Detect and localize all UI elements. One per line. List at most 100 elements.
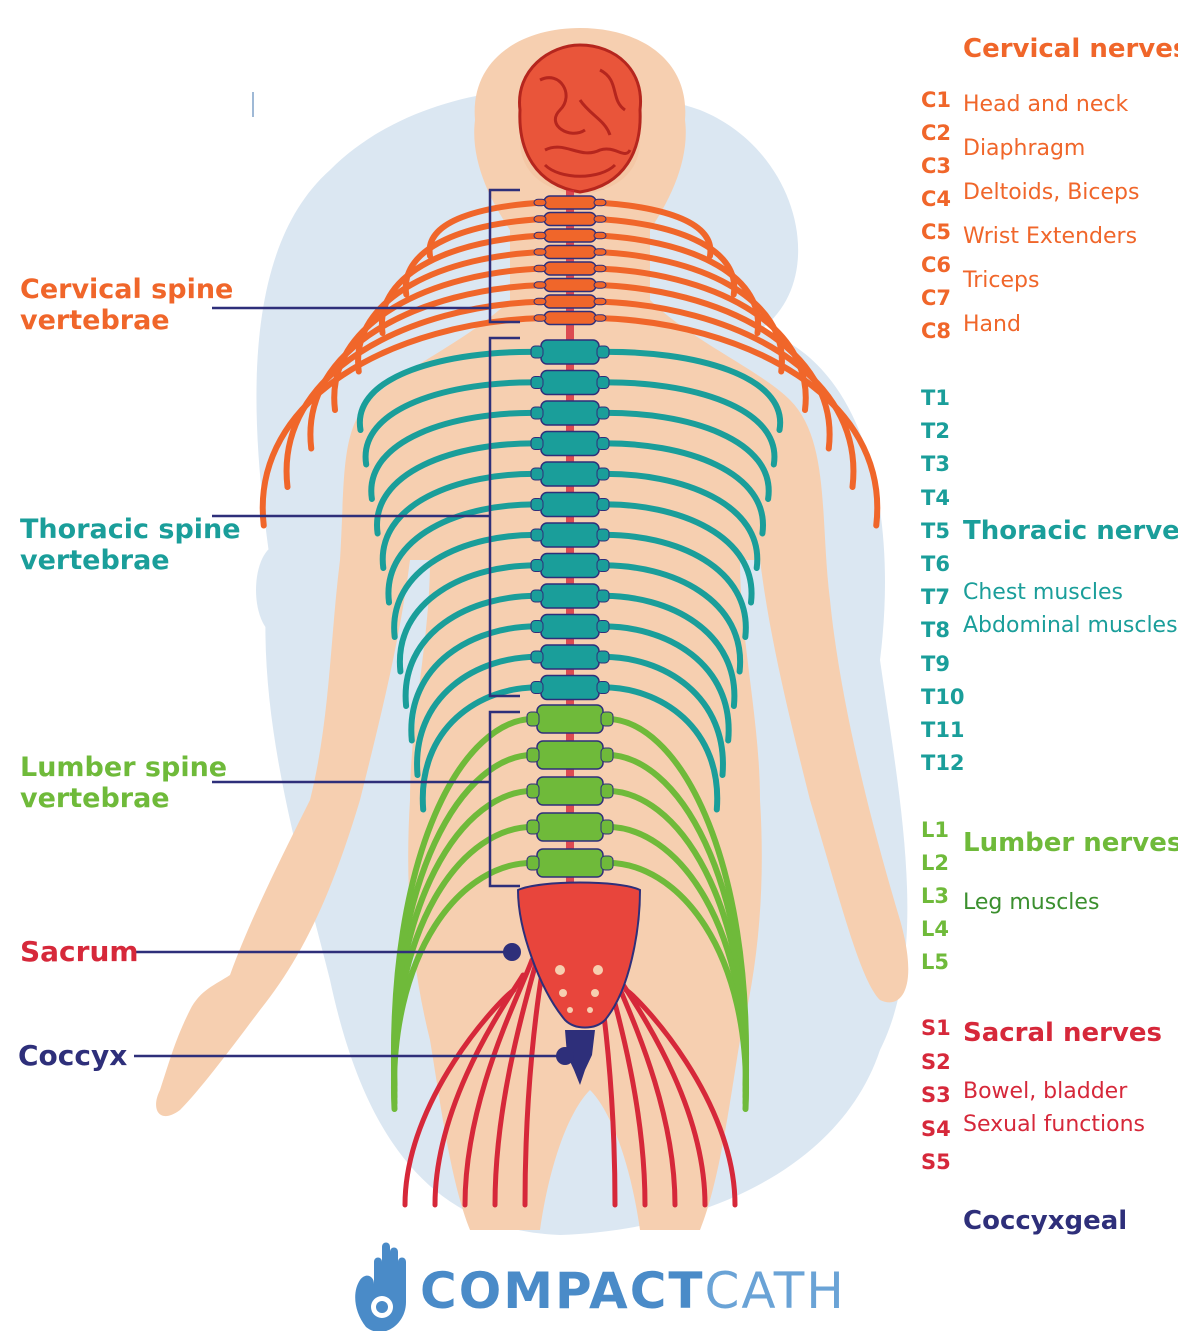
thoracic-vertebra-process [531, 560, 543, 572]
cervical-vertebra [544, 213, 596, 226]
lumbar-vertebra [537, 849, 603, 877]
thoracic-vertebra-process [531, 651, 543, 663]
nerve-level-s1: S1 [921, 1016, 951, 1040]
thoracic-vertebra [541, 340, 599, 364]
nerve-level-l5: L5 [921, 950, 949, 974]
lumbar-vertebra-process [527, 784, 539, 798]
thoracic-vertebra [541, 615, 599, 639]
lumbar-vertebra-process [527, 856, 539, 870]
cervical-vertebra [544, 262, 596, 275]
sacrum-pointer-dot [503, 943, 521, 961]
nerve-level-c4: C4 [921, 187, 951, 211]
lumbar-function-1: Leg muscles [963, 890, 1099, 916]
lumbar-vertebra-process [601, 784, 613, 798]
cervical-function-5: Triceps [963, 268, 1039, 294]
thoracic-vertebra-process [597, 346, 609, 358]
nerve-level-c5: C5 [921, 220, 951, 244]
cervical-vertebra-process [594, 249, 606, 256]
cervical-vertebra-process [534, 315, 546, 322]
thoracic-spine-label-line2: vertebrae [20, 545, 241, 576]
cervical-vertebra-process [594, 232, 606, 239]
cervical-vertebra-process [534, 298, 546, 305]
sacrum-label: Sacrum [20, 936, 139, 967]
lumbar-vertebra-process [527, 748, 539, 762]
thoracic-vertebra-process [597, 682, 609, 694]
cervical-vertebra-process [534, 216, 546, 223]
cervical-function-2: Diaphragm [963, 136, 1085, 162]
lumbar-spine-label-line1: Lumber spine [20, 752, 227, 783]
thoracic-vertebra [541, 401, 599, 425]
cervical-vertebra-process [594, 282, 606, 289]
cervical-vertebra [544, 312, 596, 325]
lumbar-vertebra [537, 705, 603, 733]
thoracic-vertebra-process [531, 621, 543, 633]
lumbar-vertebra-process [527, 820, 539, 834]
nerve-level-t1: T1 [921, 386, 950, 410]
nerve-level-l3: L3 [921, 884, 949, 908]
lumbar-spine-label: Lumber spine vertebrae [20, 752, 227, 814]
cervical-vertebra-process [594, 265, 606, 272]
thoracic-vertebra-process [597, 651, 609, 663]
thoracic-vertebra-process [531, 499, 543, 511]
brand-name-bold: COMPACT [420, 1262, 705, 1320]
sacral-function-1: Bowel, bladder [963, 1079, 1127, 1105]
nerve-level-s4: S4 [921, 1117, 951, 1141]
lumbar-vertebra [537, 813, 603, 841]
nerve-level-s3: S3 [921, 1083, 951, 1107]
cervical-vertebra [544, 229, 596, 242]
thoracic-vertebra-process [597, 529, 609, 541]
cervical-spine-label: Cervical spine vertebrae [20, 274, 233, 336]
thoracic-vertebra-process [531, 682, 543, 694]
thoracic-vertebra [541, 645, 599, 669]
lumbar-vertebra-process [527, 712, 539, 726]
nerve-level-t11: T11 [921, 718, 965, 742]
thoracic-vertebra-process [597, 621, 609, 633]
nerve-level-t12: T12 [921, 751, 965, 775]
sacral-nerves-heading: Sacral nerves [963, 1018, 1162, 1048]
nerve-level-t8: T8 [921, 618, 950, 642]
brand-logo: COMPACTCATH [420, 1252, 846, 1330]
nerve-level-t9: T9 [921, 652, 950, 676]
thoracic-vertebra-process [597, 590, 609, 602]
hand-catheter-logo-icon [355, 1243, 406, 1331]
thoracic-vertebra-process [531, 529, 543, 541]
lumbar-vertebra-process [601, 748, 613, 762]
lumbar-vertebra-process [601, 820, 613, 834]
nerve-level-c1: C1 [921, 88, 951, 112]
thoracic-vertebra-process [597, 377, 609, 389]
nerve-level-l1: L1 [921, 818, 949, 842]
cervical-vertebra-process [594, 199, 606, 206]
thoracic-spine-label: Thoracic spine vertebrae [20, 514, 241, 576]
lumbar-vertebra [537, 741, 603, 769]
thoracic-vertebra [541, 584, 599, 608]
cervical-vertebra-process [534, 199, 546, 206]
lumbar-vertebra [537, 777, 603, 805]
nerve-level-t7: T7 [921, 585, 950, 609]
nerve-level-c8: C8 [921, 319, 951, 343]
thoracic-vertebra-process [531, 438, 543, 450]
cervical-vertebra-process [594, 315, 606, 322]
thoracic-vertebra-process [531, 590, 543, 602]
thoracic-vertebra-process [597, 438, 609, 450]
thoracic-spine-label-line1: Thoracic spine [20, 514, 241, 545]
thoracic-vertebra [541, 371, 599, 395]
thoracic-vertebra-process [597, 499, 609, 511]
nerve-level-t4: T4 [921, 486, 950, 510]
cervical-vertebra-process [534, 232, 546, 239]
lumbar-vertebra-process [601, 856, 613, 870]
coccygeal-heading: Coccyxgeal [963, 1206, 1127, 1236]
coccyx-label: Coccyx [18, 1040, 127, 1071]
cervical-function-6: Hand [963, 312, 1021, 338]
thoracic-vertebra-process [531, 468, 543, 480]
nerve-level-s5: S5 [921, 1150, 951, 1174]
cervical-vertebra [544, 196, 596, 209]
cervical-function-4: Wrist Extenders [963, 224, 1137, 250]
thoracic-vertebra-process [597, 560, 609, 572]
nerve-level-c3: C3 [921, 154, 951, 178]
cervical-vertebra-process [594, 298, 606, 305]
thoracic-vertebra-process [531, 377, 543, 389]
nerve-level-c6: C6 [921, 253, 951, 277]
nerve-level-c7: C7 [921, 286, 951, 310]
cervical-vertebra [544, 295, 596, 308]
thoracic-vertebra-process [531, 407, 543, 419]
